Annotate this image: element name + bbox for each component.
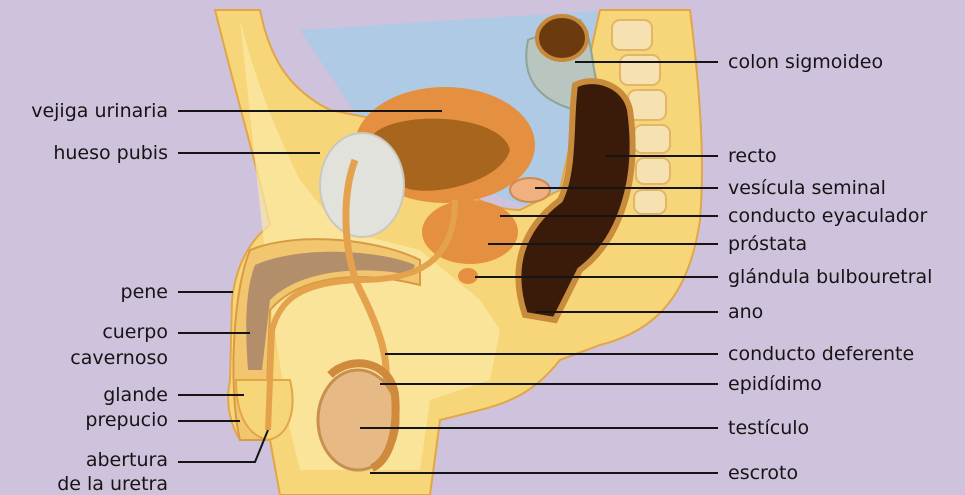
label-cuerpo-1: cuerpo [0, 321, 168, 343]
label-ano: ano [728, 301, 763, 323]
label-vejiga: vejiga urinaria [0, 100, 168, 122]
colon-opening [537, 16, 587, 60]
label-bulbouretral: glándula bulbouretral [728, 266, 932, 288]
pubic-bone [320, 133, 404, 237]
label-colon: colon sigmoideo [728, 51, 883, 73]
label-cuerpo-2: cavernoso [0, 347, 168, 369]
label-escroto: escroto [728, 462, 798, 484]
label-pene: pene [0, 281, 168, 303]
label-abertura-1: abertura [0, 449, 168, 471]
label-eyaculador: conducto eyaculador [728, 205, 927, 227]
label-testiculo: testículo [728, 417, 809, 439]
label-prepucio: prepucio [0, 409, 168, 431]
label-vesicula: vesícula seminal [728, 177, 886, 199]
label-epididimo: epidídimo [728, 373, 822, 395]
label-glande: glande [0, 384, 168, 406]
label-prostata: próstata [728, 233, 807, 255]
label-deferente: conducto deferente [728, 343, 914, 365]
label-hueso: hueso pubis [0, 142, 168, 164]
seminal-vesicle [510, 178, 550, 202]
label-abertura-2: de la uretra [0, 473, 168, 495]
label-recto: recto [728, 145, 777, 167]
